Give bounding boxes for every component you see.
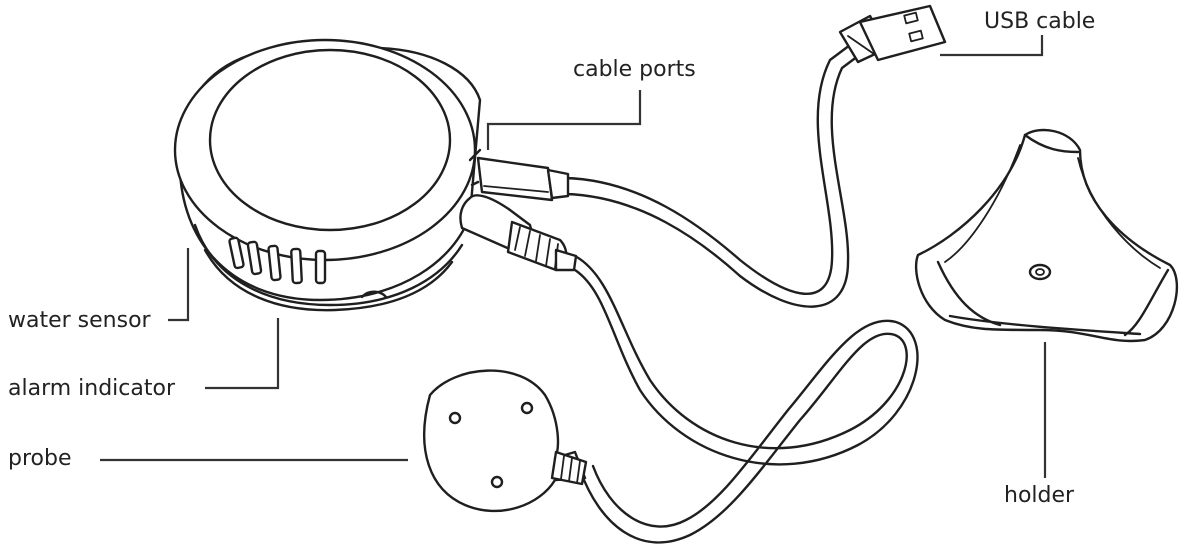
probe-cable-wire <box>573 254 919 544</box>
holder-stand <box>914 128 1178 343</box>
leader-lines <box>100 35 1047 478</box>
usb-a-connector <box>838 4 947 64</box>
water-sensor-unit <box>173 38 482 312</box>
alarm-indicator-leader <box>205 318 280 390</box>
labels: USB cable cable ports water sensor alarm… <box>8 9 1095 508</box>
usb-plug-at-sensor <box>476 156 570 202</box>
probe-plug-at-sensor <box>459 194 578 272</box>
usb-cable-leader <box>940 35 1044 57</box>
cable-ports-label: cable ports <box>573 57 696 82</box>
water-sensor-leader <box>168 248 190 322</box>
usb-cable-wire <box>563 43 860 308</box>
probe-label: probe <box>8 446 72 471</box>
alarm-indicator-vents <box>228 236 327 285</box>
holder-label: holder <box>1004 483 1075 508</box>
water-sensor-label: water sensor <box>8 308 152 333</box>
probe-disc <box>423 369 587 513</box>
alarm-indicator-label: alarm indicator <box>8 376 176 401</box>
probe-cable-strain-relief <box>550 450 588 486</box>
usb-cable-label: USB cable <box>984 9 1095 34</box>
cable-ports-leader <box>486 90 642 150</box>
